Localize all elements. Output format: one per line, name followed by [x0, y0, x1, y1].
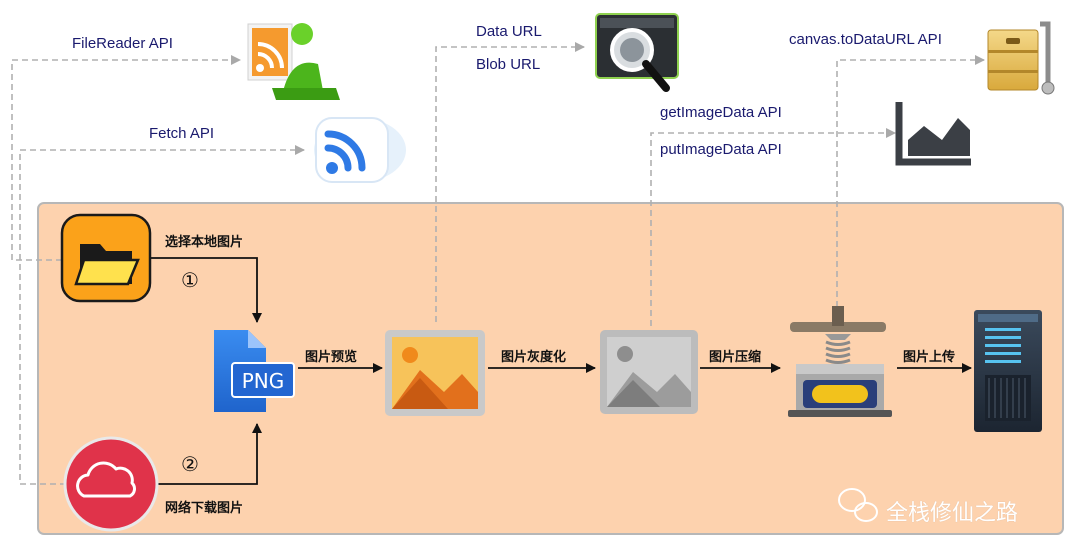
flow-arrows [150, 257, 972, 485]
upload-label: 图片上传 [903, 350, 956, 365]
step-marker-two: ② [181, 452, 199, 476]
press-compress-icon [788, 306, 892, 417]
magnifier-terminal-icon [595, 13, 679, 92]
image-color-icon [385, 330, 485, 416]
server-icon [974, 310, 1042, 432]
rss-reader-icon [247, 23, 340, 100]
area-chart-icon [895, 102, 971, 166]
folder-icon [60, 213, 152, 303]
fetch-api-label: Fetch API [149, 125, 215, 142]
archive-zip-icon [987, 21, 1055, 95]
preview-label: 图片预览 [305, 350, 358, 365]
download-image-label: 网络下载图片 [165, 501, 244, 516]
grayscale-label: 图片灰度化 [501, 350, 567, 365]
png-label: PNG [242, 369, 285, 393]
get-image-data-label: getImageData API [660, 104, 782, 121]
step-marker-one: ① [181, 268, 199, 292]
data-url-label: Data URL [476, 23, 542, 40]
rss-feed-icon [314, 117, 406, 183]
select-local-image-label: 选择本地图片 [165, 235, 244, 250]
canvas-to-data-url-label: canvas.toDataURL API [789, 31, 942, 48]
put-image-data-label: putImageData API [660, 141, 782, 158]
png-file-icon: PNG [214, 330, 295, 412]
compress-label: 图片压缩 [709, 350, 762, 365]
image-gray-icon [600, 330, 698, 414]
filereader-api-label: FileReader API [72, 35, 173, 52]
api-connectors [11, 42, 985, 485]
cloud-icon [63, 436, 159, 532]
wechat-icon [838, 488, 878, 522]
blob-url-label: Blob URL [476, 56, 541, 73]
watermark-text: 全栈修仙之路 [886, 501, 1019, 526]
